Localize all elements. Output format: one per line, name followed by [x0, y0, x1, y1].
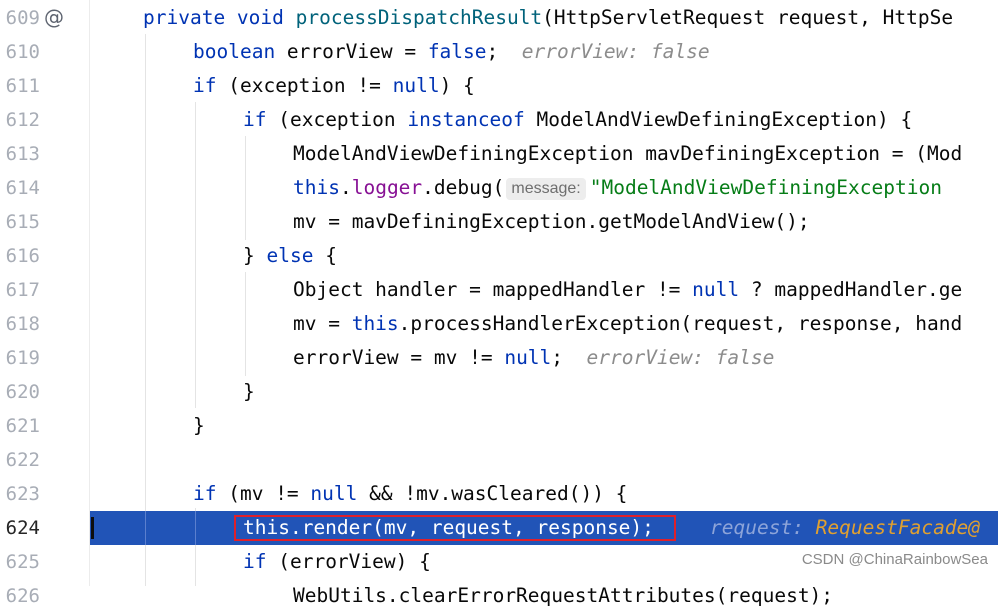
code-line-612[interactable]: 612 if (exception instanceof ModelAndVie…	[0, 103, 998, 137]
code-line-625[interactable]: 625 if (errorView) {	[0, 545, 998, 579]
code-text: } else {	[243, 244, 337, 267]
code-line-619[interactable]: 619 errorView = mv != null; errorView: f…	[0, 341, 998, 375]
line-number: 609	[5, 7, 40, 29]
code-text: this.logger.debug(message:"ModelAndViewD…	[293, 176, 942, 200]
text-caret	[91, 517, 94, 539]
indent-guide	[195, 102, 196, 408]
code-line-618[interactable]: 618 mv = this.processHandlerException(re…	[0, 307, 998, 341]
line-number-gutter	[0, 0, 90, 586]
code-line-610[interactable]: 610 boolean errorView = false; errorView…	[0, 35, 998, 69]
line-number: 623	[5, 483, 40, 505]
code-text: boolean errorView = false; errorView: fa…	[193, 40, 710, 63]
code-text: }	[193, 414, 205, 437]
line-number: 620	[5, 381, 40, 403]
code-line-624[interactable]: 624 this.render(mv, request, response); …	[0, 511, 998, 545]
indent-guide	[145, 34, 146, 586]
code-text: private void processDispatchResult(HttpS…	[143, 6, 954, 29]
parameter-name-hint: message:	[506, 178, 586, 200]
line-number: 621	[5, 415, 40, 437]
line-number: 618	[5, 313, 40, 335]
indent-guide	[195, 511, 196, 545]
indent-guide	[245, 272, 246, 376]
line-number: 619	[5, 347, 40, 369]
inline-debug-value: errorView: false	[586, 346, 775, 369]
code-line-626[interactable]: 626 WebUtils.clearErrorRequestAttributes…	[0, 579, 998, 613]
line-number: 610	[5, 41, 40, 63]
code-text: mv = this.processHandlerException(reques…	[293, 312, 963, 335]
code-text: if (mv != null && !mv.wasCleared()) {	[193, 482, 628, 505]
code-line-613[interactable]: 613 ModelAndViewDefiningException mavDef…	[0, 137, 998, 171]
code-text: if (exception instanceof ModelAndViewDef…	[243, 108, 913, 131]
code-line-614[interactable]: 614 this.logger.debug(message:"ModelAndV…	[0, 171, 998, 205]
inline-debug-value: request: RequestFacade@	[710, 516, 981, 539]
indent-guide	[145, 511, 146, 545]
code-line-617[interactable]: 617 Object handler = mappedHandler != nu…	[0, 273, 998, 307]
code-text: mv = mavDefiningException.getModelAndVie…	[293, 210, 810, 233]
code-text: WebUtils.clearErrorRequestAttributes(req…	[293, 584, 834, 607]
line-number: 617	[5, 279, 40, 301]
code-line-616[interactable]: 616 } else {	[0, 239, 998, 273]
code-text: if (exception != null) {	[193, 74, 475, 97]
indent-guide	[245, 136, 246, 240]
code-line-623[interactable]: 623 if (mv != null && !mv.wasCleared()) …	[0, 477, 998, 511]
code-line-609[interactable]: 609 @ private void processDispatchResult…	[0, 1, 998, 35]
line-number: 626	[5, 585, 40, 607]
code-text: errorView = mv != null; errorView: false	[293, 346, 775, 369]
code-text: Object handler = mappedHandler != null ?…	[293, 278, 963, 301]
gutter-separator	[89, 0, 90, 586]
line-number: 613	[5, 143, 40, 165]
inline-debug-value: errorView: false	[521, 40, 710, 63]
line-number: 622	[5, 449, 40, 471]
code-text: ModelAndViewDefiningException mavDefinin…	[293, 142, 963, 165]
code-text: }	[243, 380, 255, 403]
watermark: CSDN @ChinaRainbowSea	[799, 551, 990, 568]
code-line-621[interactable]: 621 }	[0, 409, 998, 443]
line-number: 624	[5, 517, 40, 539]
line-number: 614	[5, 177, 40, 199]
code-text: this.render(mv, request, response);	[243, 516, 654, 539]
code-line-620[interactable]: 620 }	[0, 375, 998, 409]
code-line-611[interactable]: 611 if (exception != null) {	[0, 69, 998, 103]
indent-guide	[195, 508, 196, 586]
line-number: 615	[5, 211, 40, 233]
line-number: 611	[5, 75, 40, 97]
line-number: 616	[5, 245, 40, 267]
code-line-615[interactable]: 615 mv = mavDefiningException.getModelAn…	[0, 205, 998, 239]
line-number: 625	[5, 551, 40, 573]
override-annotation-icon[interactable]: @	[44, 5, 64, 29]
annotation-highlight-box	[234, 515, 676, 541]
line-number: 612	[5, 109, 40, 131]
code-text: if (errorView) {	[243, 550, 431, 573]
code-line-622[interactable]: 622	[0, 443, 998, 477]
